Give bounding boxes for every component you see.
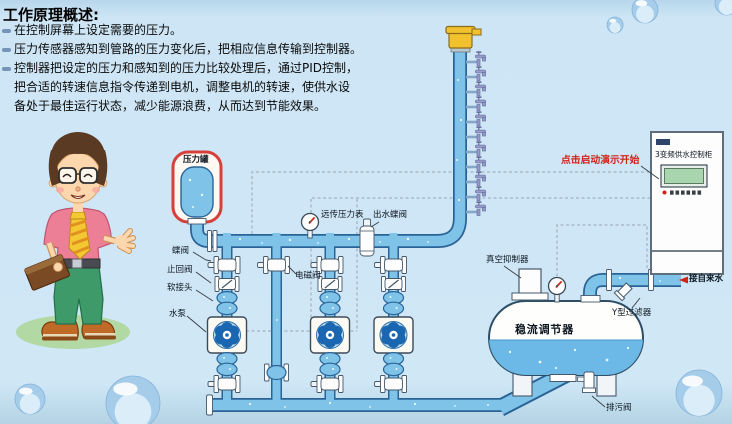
outlet-valve-icon	[359, 218, 375, 257]
tap-icon	[464, 110, 487, 127]
label-tap-water-inlet: 接自来水	[689, 274, 724, 284]
bubble	[631, 0, 659, 24]
bubble	[105, 375, 161, 424]
bullet-marker	[2, 28, 11, 33]
label-butterfly-valve: 蝶阀	[172, 246, 190, 256]
floor-taps	[464, 50, 487, 217]
bubbles	[14, 0, 732, 424]
tap-icon	[464, 95, 487, 112]
demo-start-link[interactable]: 点击启动演示开始	[561, 155, 640, 166]
tank-pressure-gauge-icon	[547, 276, 567, 303]
bubble	[675, 369, 723, 417]
label-vacuum-suppressor: 真空抑制器	[486, 255, 529, 265]
principle-item: 控制器把设定的压力和感知到的压力比较处理后，通过PID控制，把合适的转速信息指令…	[2, 59, 366, 116]
principle-item: 在控制屏幕上设定需要的压力。	[2, 21, 366, 40]
tap-icon	[464, 200, 487, 217]
flange	[580, 295, 601, 303]
tap-icon	[464, 170, 487, 187]
label-outlet-butterfly-valve: 出水蝶阀	[373, 210, 408, 220]
tap-icon	[464, 155, 487, 172]
tap-water-arrow	[679, 276, 688, 284]
label-solenoid-valve: 电磁阀	[295, 271, 321, 281]
tap-icon	[464, 80, 487, 97]
leader-lines	[186, 165, 660, 408]
tap-icon	[464, 140, 487, 157]
bubble	[714, 0, 732, 16]
principle-item: 压力传感器感知到管路的压力变化后，把相应信息传输到控制器。	[2, 40, 366, 59]
pipe-end-cap	[206, 394, 213, 416]
bubble	[14, 383, 46, 415]
label-y-filter: Y型过滤器	[612, 308, 652, 318]
cabinet-title: 3变频供水控制柜	[655, 150, 713, 159]
vacuum-suppressor-icon	[511, 268, 549, 301]
bullet-marker	[2, 66, 11, 71]
bubble	[606, 16, 624, 34]
tap-icon	[464, 65, 487, 82]
pressure-tank	[171, 150, 223, 225]
label-drain-valve: 排污阀	[606, 403, 632, 413]
label-soft-joint: 软接头	[167, 283, 193, 293]
page-title: 工作原理概述:	[3, 6, 99, 24]
cartoon-man	[16, 132, 136, 349]
drain-valve-icon	[549, 371, 596, 393]
label-water-pump: 水泵	[169, 309, 187, 319]
label-check-valve: 止回阀	[167, 265, 193, 275]
control-cabinet	[650, 131, 724, 275]
label-pressure-tank: 压力罐	[183, 155, 209, 165]
branch-components	[206, 256, 414, 393]
bullet-marker	[2, 47, 11, 52]
label-remote-pressure-gauge: 远传压力表	[321, 210, 364, 220]
flow-regulator-tank	[488, 300, 644, 397]
label-flow-regulator: 稳流调节器	[515, 323, 574, 336]
tap-icon	[464, 50, 487, 67]
flange	[207, 230, 218, 252]
air-vent-icon	[445, 25, 482, 53]
principles-list: 在控制屏幕上设定需要的压力。 压力传感器感知到管路的压力变化后，把相应信息传输到…	[2, 21, 366, 116]
tap-icon	[464, 125, 487, 142]
y-filter-icon	[606, 269, 654, 302]
